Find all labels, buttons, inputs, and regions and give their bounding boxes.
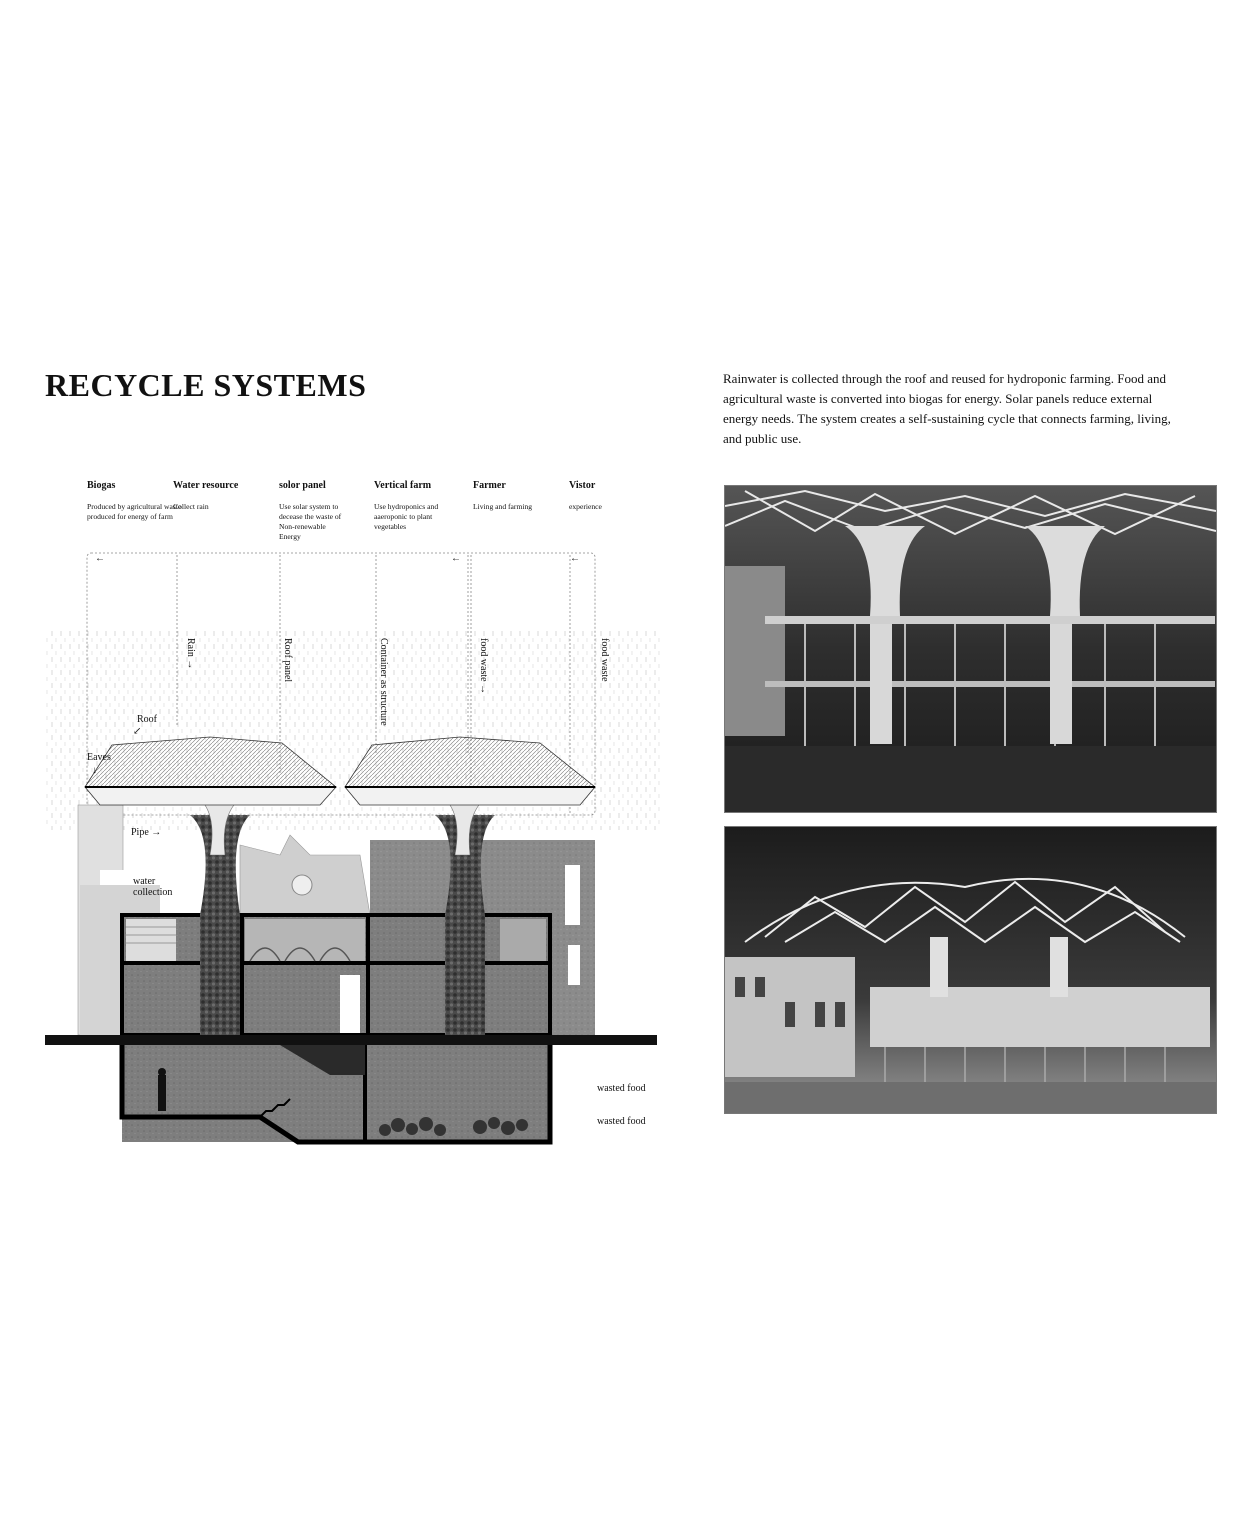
column-solor-panel: solor panel Use solar system to decease … <box>279 480 349 542</box>
arrow-left-icon: ← <box>95 553 105 564</box>
column-water-resource: Water resource Collect rain <box>173 480 273 512</box>
column-heading: Biogas <box>87 480 116 491</box>
column-description: Use solar system to decease the waste of… <box>279 502 342 541</box>
page-title: RECYCLE SYSTEMS <box>45 367 367 403</box>
label-container-structure: Container as structure <box>378 638 389 726</box>
column-description: experience <box>569 502 602 511</box>
flow-lines <box>86 552 596 816</box>
column-heading: Farmer <box>473 480 506 491</box>
column-heading: Vertical farm <box>374 480 432 491</box>
label-water-collection: water collection <box>133 876 173 898</box>
column-vistor: Vistor experience <box>569 480 669 512</box>
ground-slab <box>45 1035 657 1045</box>
label-rain: Rain → <box>185 638 196 670</box>
column-description: Use hydroponics and aaeroponic to plant … <box>374 502 439 531</box>
column-heading: Water resource <box>173 480 239 491</box>
label-eaves: Eaves <box>87 752 111 763</box>
label-food-waste: food waste → <box>478 638 489 695</box>
label-wasted-food: wasted food <box>597 1083 646 1094</box>
basement <box>119 1045 553 1145</box>
section-diagram <box>45 552 660 1145</box>
column-heading: Vistor <box>569 480 596 491</box>
column-biogas: Biogas Produced by agricultural waste pr… <box>87 480 187 522</box>
roof-canopies <box>84 736 597 806</box>
label-food-waste: food waste <box>599 638 610 682</box>
model-photo-perspective <box>724 826 1217 1114</box>
column-vertical-farm: Vertical farm Use hydroponics and aaerop… <box>374 480 444 532</box>
building-frame <box>120 913 552 1037</box>
column-description: Collect rain <box>173 502 209 511</box>
arrow-down-icon: ↓ <box>92 765 97 776</box>
tree-columns <box>190 794 495 1035</box>
label-roof-panel: Roof panel <box>282 638 293 683</box>
column-description: Living and farming <box>473 502 533 511</box>
model-photo-front <box>724 485 1217 813</box>
column-farmer: Farmer Living and farming <box>473 480 573 512</box>
arrow-left-icon: ← <box>451 553 461 564</box>
intro-paragraph: Rainwater is collected through the roof … <box>723 371 1171 446</box>
column-description: Produced by agricultural waste produced … <box>87 502 182 521</box>
column-heading: solor panel <box>279 480 326 491</box>
arrow-left-icon: ← <box>570 553 580 564</box>
arrow-diagonal-icon: ↙ <box>133 726 142 737</box>
label-roof: Roof <box>137 714 157 725</box>
label-pipe: Pipe → <box>131 827 162 838</box>
label-wasted-food: wasted food <box>597 1116 646 1127</box>
